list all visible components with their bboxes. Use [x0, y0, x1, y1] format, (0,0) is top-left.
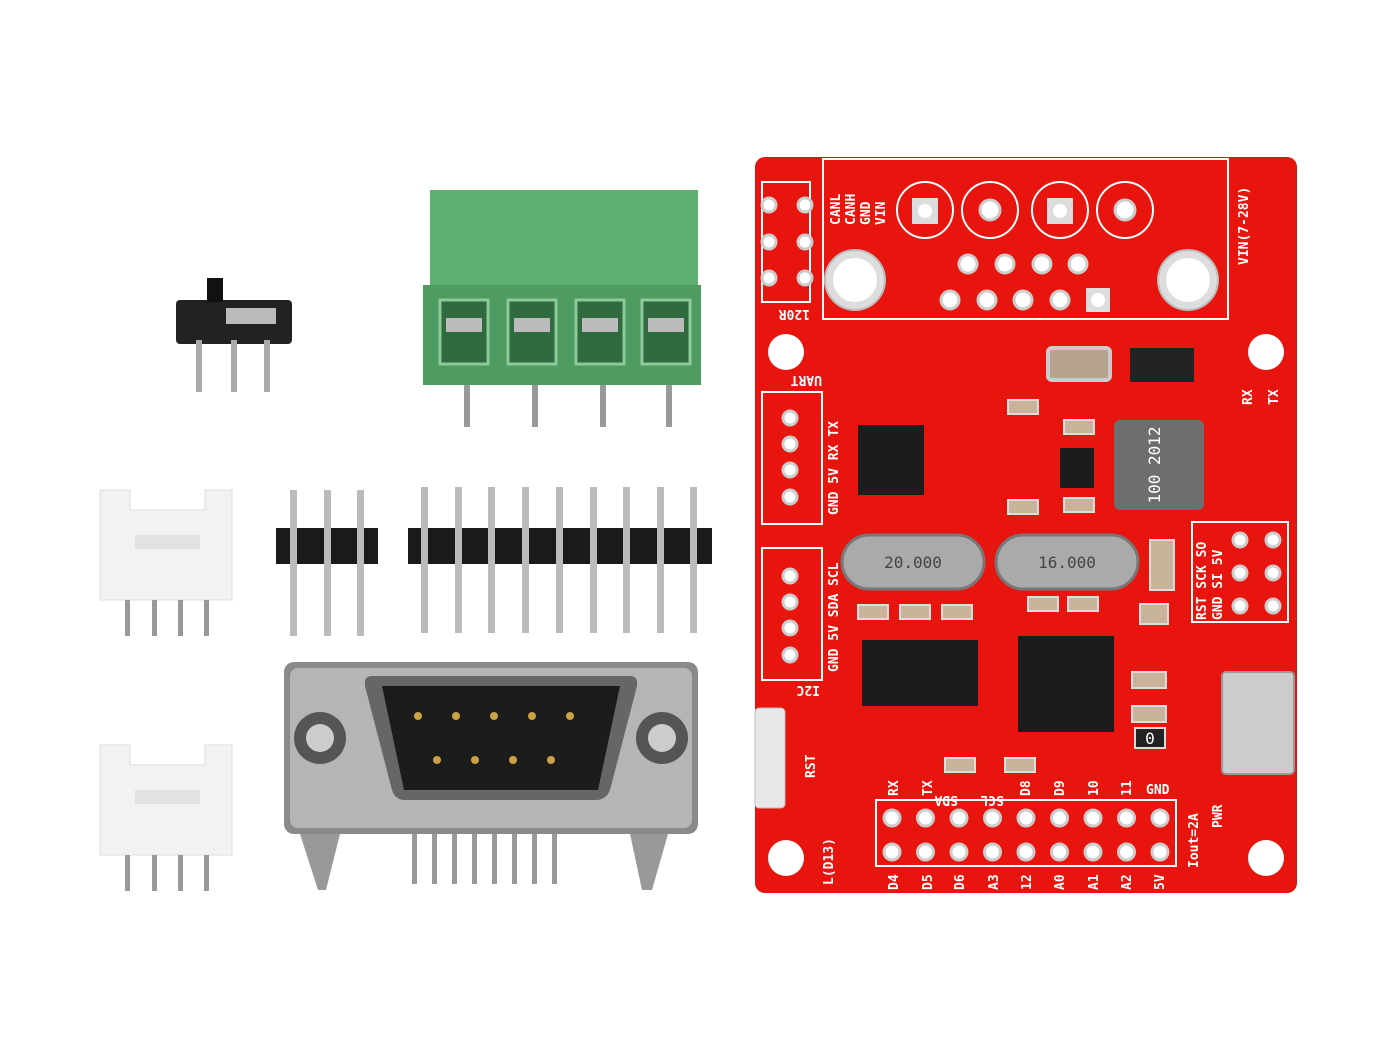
screw-terminal-block: [423, 190, 701, 427]
led-d13-label: L(D13): [822, 838, 837, 885]
tx-led-label: TX: [1267, 389, 1282, 405]
svg-text:GND: GND: [859, 201, 874, 225]
header-pin-hole: [1117, 808, 1136, 828]
reset-button[interactable]: [754, 707, 786, 809]
header-pin-hole: [949, 842, 969, 862]
crystal-left-label: 20.000: [884, 553, 942, 572]
icsp-top-label: RST SCK SO: [1195, 542, 1210, 620]
header-pin-hole: [1050, 808, 1069, 828]
header-pin-hole: [949, 808, 969, 828]
header-pin-hole: [1083, 808, 1103, 828]
icsp-bottom-label: GND SI 5V: [1211, 549, 1226, 620]
rx-led-label: RX: [1241, 389, 1256, 405]
microcontroller-chip: [1018, 636, 1114, 732]
crystal-right-label: 16.000: [1038, 553, 1096, 572]
vin-label: VIN(7-28V): [1237, 187, 1252, 265]
crystal: 20.000: [840, 533, 986, 591]
svg-text:CANH: CANH: [844, 194, 859, 225]
fuse-label: 0: [1145, 729, 1155, 748]
svg-text:SDA: SDA: [934, 792, 958, 807]
header-bottom-labels: D4 D5 D6 A3 12 A0 A1 A2 5V: [887, 874, 1168, 890]
uart-label: UART: [791, 372, 822, 387]
svg-text:D9: D9: [1053, 780, 1068, 796]
i2c-pins-label: GND 5V SDA SCL: [827, 562, 842, 672]
micro-usb-port[interactable]: [1221, 671, 1295, 775]
svg-text:A0: A0: [1053, 874, 1068, 890]
svg-text:A1: A1: [1087, 874, 1102, 890]
header-pin-hole: [916, 842, 935, 862]
header-top-labels: RX TX SDA SCL D8 D9 10 11 GND: [887, 780, 1170, 807]
svg-text:A2: A2: [1120, 874, 1135, 890]
svg-text:GND: GND: [1146, 783, 1170, 798]
jst-connector: [99, 744, 233, 891]
header-pin-hole: [1050, 842, 1069, 862]
header-pin-hole: [882, 842, 902, 862]
jst-connector: [99, 489, 233, 636]
db9-connector: [284, 662, 698, 890]
svg-text:RX: RX: [887, 780, 902, 796]
header-pin-hole: [1150, 808, 1170, 828]
svg-text:A3: A3: [987, 874, 1002, 890]
can-controller-chip: [862, 640, 978, 706]
svg-text:12: 12: [1020, 874, 1035, 890]
header-pin-hole: [916, 808, 935, 828]
can-transceiver-chip: [858, 425, 924, 495]
svg-text:D5: D5: [921, 874, 936, 890]
header-pin-hole: [1117, 842, 1136, 862]
pcb-board: 100 2012 20.000 16.000 0 CANL CANH GND: [754, 157, 1297, 893]
header-pin-hole: [983, 842, 1002, 862]
svg-text:SCL: SCL: [980, 792, 1004, 807]
header-pin-hole: [1016, 842, 1036, 862]
svg-text:10: 10: [1087, 780, 1102, 796]
header-pin-hole: [983, 808, 1002, 828]
uart-pins-label: GND 5V RX TX: [827, 421, 842, 515]
pwr-label: PWR: [1211, 804, 1226, 828]
header-pin-hole: [1016, 808, 1036, 828]
inductor: [1114, 420, 1204, 510]
svg-text:TX: TX: [921, 780, 936, 796]
svg-text:D8: D8: [1019, 780, 1034, 796]
pin-header-9: [408, 487, 712, 633]
slide-switch: [176, 278, 292, 392]
inductor-label: 100 2012: [1145, 426, 1164, 503]
header-pin-hole: [1150, 842, 1170, 862]
can-pin-labels: CANL CANH GND VIN: [829, 194, 889, 225]
crystal: 16.000: [994, 533, 1140, 591]
svg-text:11: 11: [1120, 780, 1135, 796]
svg-text:VIN: VIN: [874, 201, 889, 225]
header-pin-hole: [1083, 842, 1103, 862]
header-pin-hole: [882, 808, 902, 828]
svg-text:5V: 5V: [1153, 874, 1168, 890]
svg-text:CANL: CANL: [829, 194, 844, 225]
resistor-label: 120R: [779, 306, 810, 321]
svg-text:D4: D4: [887, 874, 902, 890]
iout-label: Iout=2A: [1187, 813, 1202, 868]
i2c-label: I2C: [797, 682, 820, 697]
rst-label: RST: [804, 754, 819, 778]
pin-header-3: [276, 490, 378, 636]
svg-text:D6: D6: [953, 874, 968, 890]
